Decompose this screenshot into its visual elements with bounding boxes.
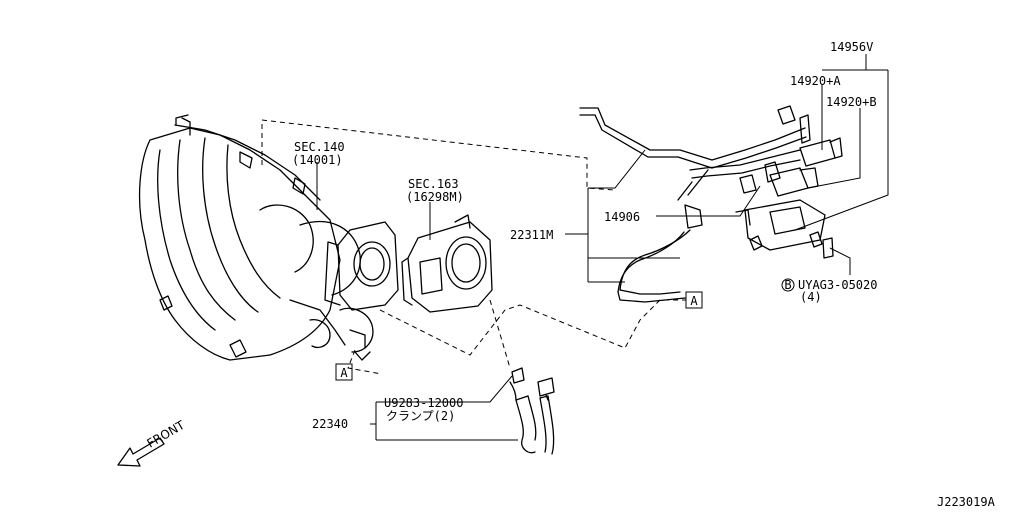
leader-lines [316,54,889,441]
label-sec163: SEC.163 [408,177,459,191]
diagram-id: J223019A [937,495,996,509]
bolt-circle-icon [781,278,795,292]
label-14920a: 14920+A [790,74,841,88]
label-22340: 22340 [312,417,348,431]
front-label: FRONT [145,418,188,451]
label-14906: 14906 [604,210,640,224]
label-14920b: 14920+B [826,95,877,109]
label-22311m: 22311M [510,228,553,242]
throttle-body-on-manifold [324,221,399,311]
label-bolt-code: UYAG3-05020 [798,278,877,292]
ref-box-a-1: A [335,363,353,381]
label-clamp-code: U9283-12000 [384,396,463,410]
ref-box-a-2: A [685,291,703,309]
label-14001: (14001) [292,153,343,167]
label-14956v: 14956V [830,40,873,54]
intake-manifold-drawing [138,114,374,361]
label-sec140: SEC.140 [294,140,345,154]
electric-throttle-drawing [401,214,493,313]
front-arrow-icon [117,437,165,467]
label-16298m: (16298M) [406,190,464,204]
bolt-circle-letter: B [784,278,791,292]
svg-text:A: A [690,294,698,308]
evap-hose-assembly-drawing [579,105,811,303]
connection-dashed-lines [261,119,686,375]
hose-22340-drawing [509,367,555,455]
svg-text:A: A [340,366,348,380]
label-bolt-qty: (4) [800,290,822,304]
label-clamp-name: クランプ(2) [386,409,455,423]
